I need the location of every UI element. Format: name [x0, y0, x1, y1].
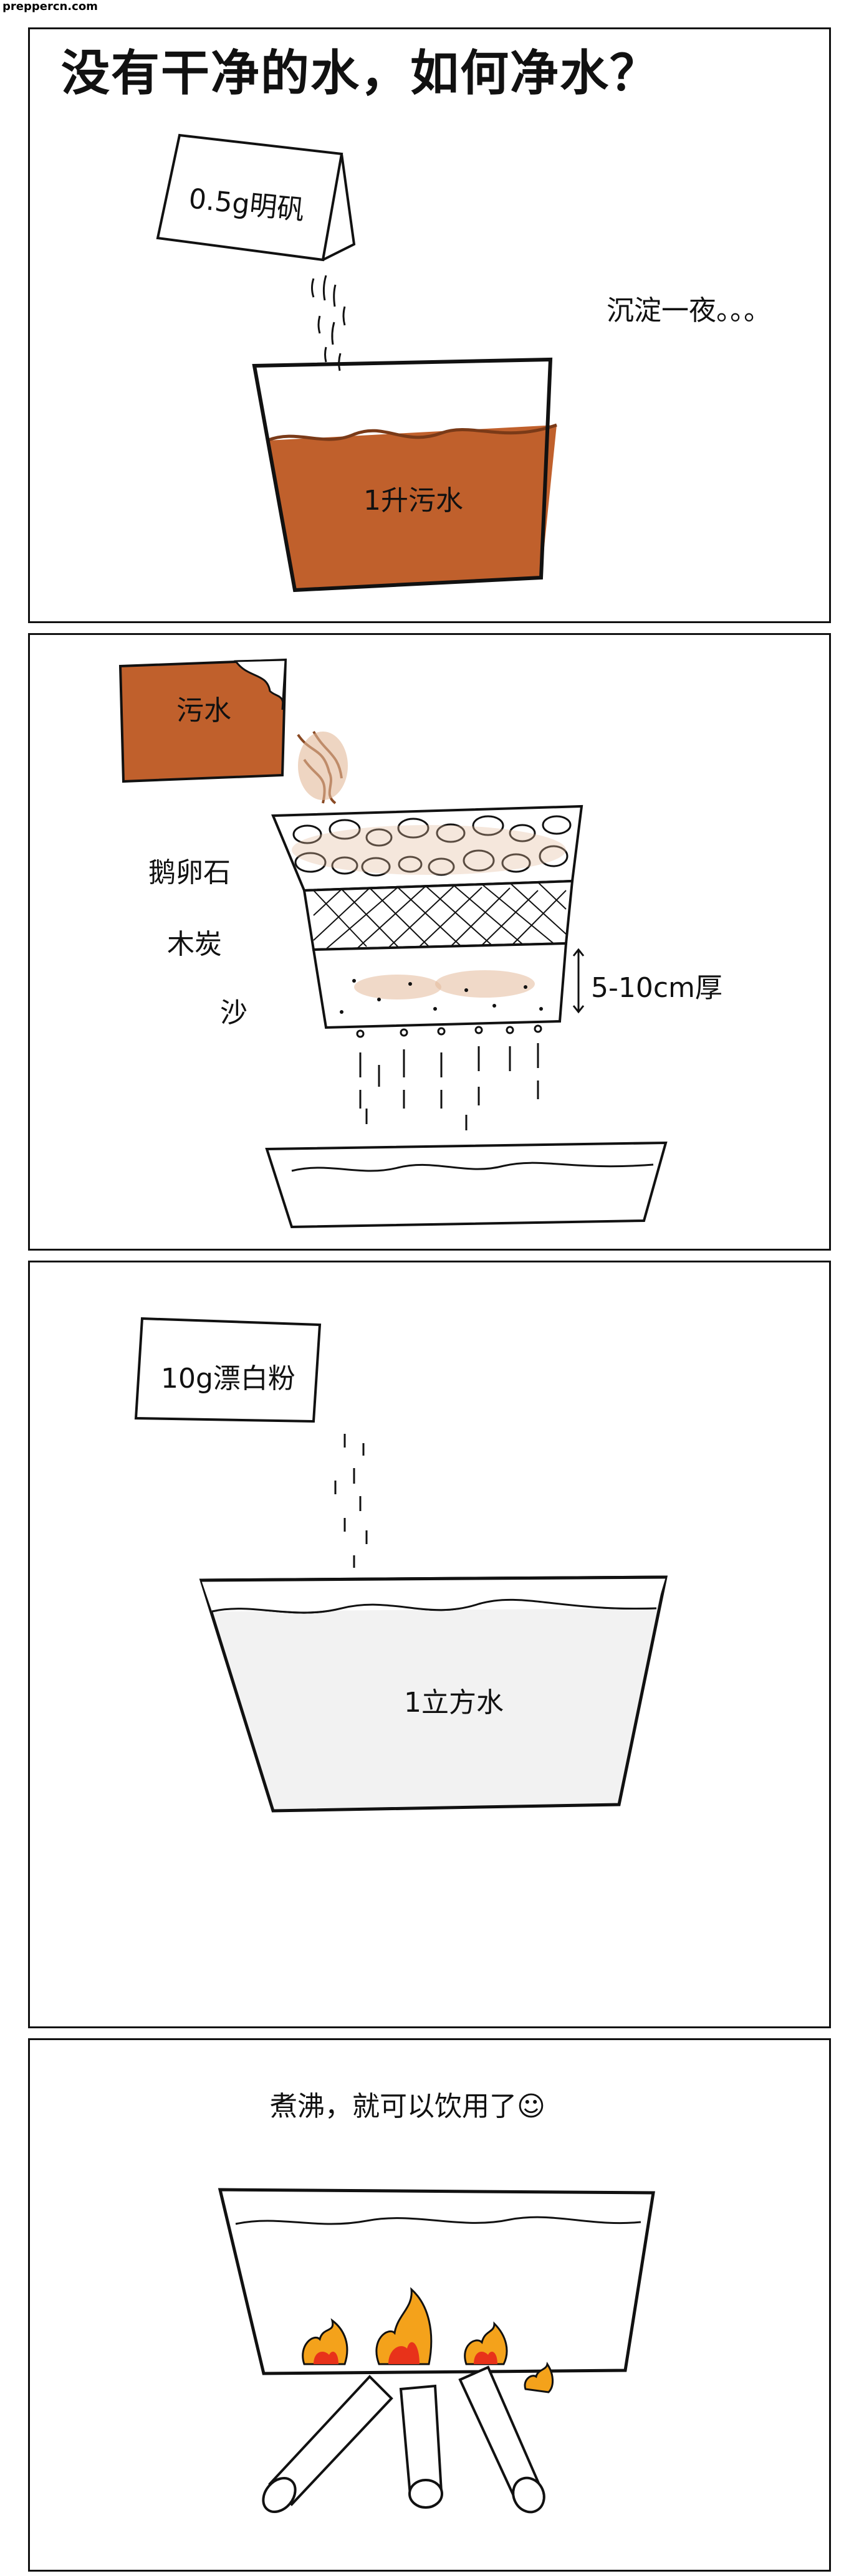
falling-powder [334, 1434, 368, 1568]
comic-panel-4: 煮沸，就可以饮用了☺ [28, 2038, 831, 2572]
settle-note: 沉淀一夜。。。 [607, 295, 771, 327]
sand-layer [340, 979, 543, 1014]
thickness-marker [572, 948, 585, 1014]
bleach-bag-label: 10g漂白粉 [161, 1363, 295, 1395]
firewood-logs [262, 2365, 545, 2514]
boil-note: 煮沸，就可以饮用了☺ [270, 2091, 545, 2122]
comic-panel-2: 污水 鹅卵石 木炭 沙 5-10cm厚 [28, 633, 831, 1251]
panel-4-illustration [218, 2188, 655, 2514]
layer-label-charcoal: 木炭 [167, 928, 222, 960]
charcoal-layer [313, 882, 567, 950]
panel-1-illustration [156, 133, 557, 593]
sand-thickness-label: 5-10cm厚 [591, 972, 722, 1004]
filter-container [271, 804, 583, 1038]
dirty-bag-label: 污水 [176, 695, 231, 727]
clean-water-tray [265, 1141, 668, 1229]
comic-panel-1: 没有干净的水，如何净水？ 0.5g明矾 沉淀一夜。。。 1升污水 [28, 27, 831, 623]
pebble-layer [292, 815, 572, 877]
alum-bag-icon [156, 133, 356, 262]
page-title: 没有干净的水，如何净水？ [61, 45, 660, 102]
water-tank [199, 1575, 668, 1813]
dirty-water-bucket [252, 357, 557, 593]
comic-panel-3: 10g漂白粉 1立方水 [28, 1261, 831, 2028]
boiling-pot [218, 2188, 655, 2375]
tank-label: 1立方水 [404, 1687, 504, 1719]
bleach-bag-icon [134, 1317, 322, 1423]
panel-3-illustration [134, 1317, 668, 1813]
falling-powder [311, 275, 346, 371]
panel-2-illustration [118, 658, 668, 1229]
layer-label-sand: 沙 [220, 997, 247, 1029]
dirty-water-bag-icon [118, 658, 287, 783]
filtered-drips [359, 1043, 539, 1130]
layer-label-pebbles: 鹅卵石 [148, 857, 231, 889]
fire-icon [302, 2287, 554, 2393]
site-watermark: preppercn.com [2, 0, 98, 13]
bucket-label: 1升污水 [363, 485, 463, 517]
